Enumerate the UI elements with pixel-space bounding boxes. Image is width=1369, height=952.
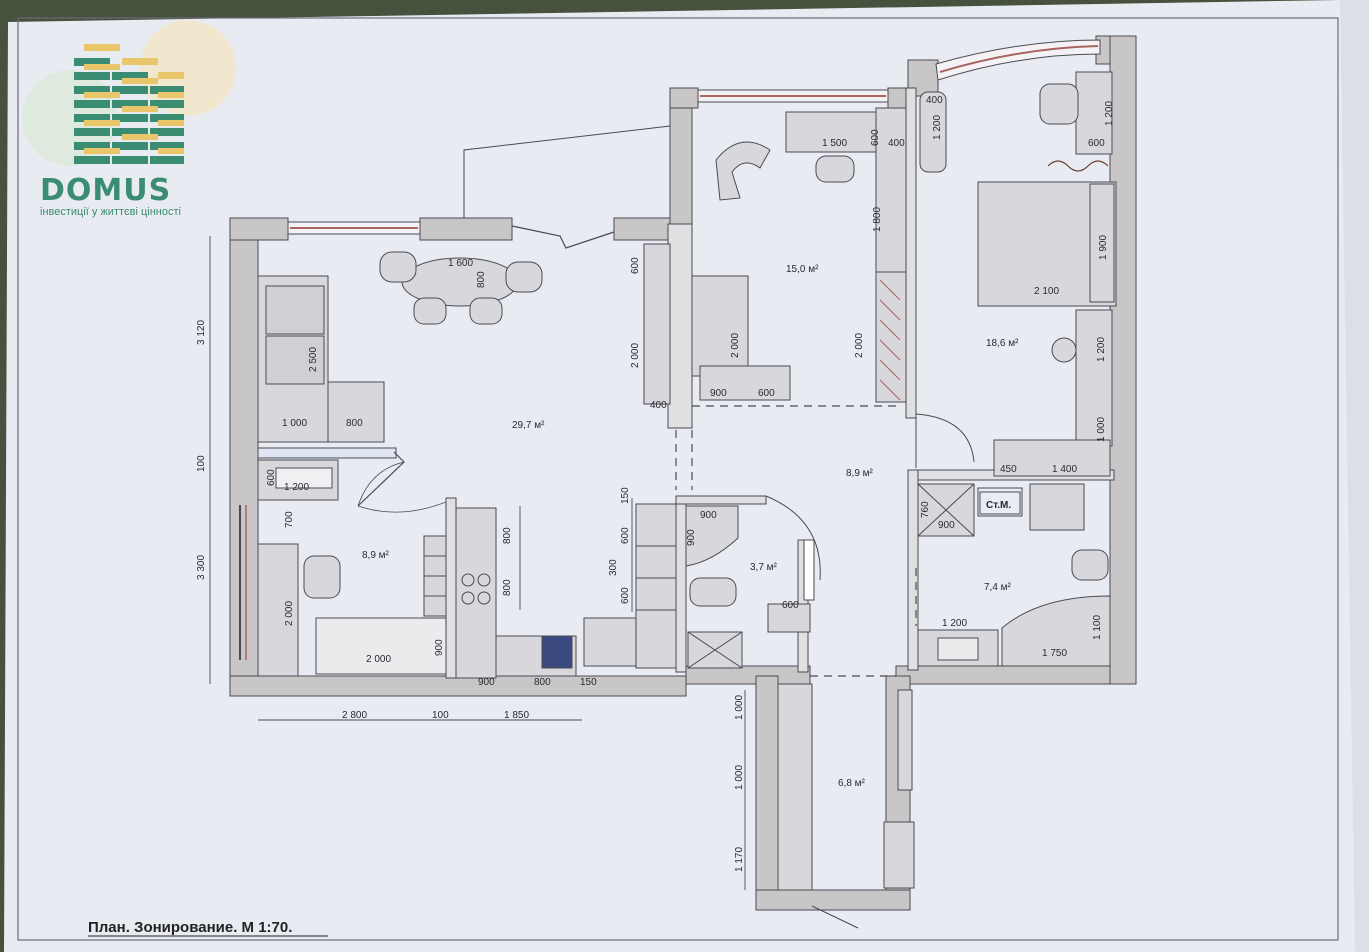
- dim-st-2: 400: [888, 138, 905, 149]
- dim-br-0: 400: [926, 95, 943, 106]
- windows: [239, 39, 1101, 660]
- dim-kitchen-1: 800: [534, 677, 551, 688]
- dim-br-4: 1 900: [1098, 235, 1109, 260]
- dim-corr-1: 1 000: [734, 765, 745, 790]
- dim-ks-0: 800: [502, 527, 513, 544]
- dim-kitchen-0: 900: [478, 677, 495, 688]
- dim-office-2: 900: [434, 639, 445, 656]
- area-wc: 3,7 м²: [750, 562, 778, 573]
- study-furniture: [643, 107, 907, 405]
- dim-sb-1: 900: [710, 388, 727, 399]
- dim-kitchen-2: 150: [580, 677, 597, 688]
- dim-st-1: 600: [870, 129, 881, 146]
- bedroom-furniture: [919, 71, 1117, 477]
- dimension-lines: [209, 236, 746, 890]
- dim-sb-0: 2 000: [730, 333, 741, 358]
- wc-door: [765, 495, 821, 581]
- dim-office-0: 2 000: [284, 601, 295, 626]
- dim-st-4: 2 000: [854, 333, 865, 358]
- dim-br-8: 450: [1000, 464, 1017, 475]
- dim-br-7: 1 000: [1096, 417, 1107, 442]
- office-furniture: [257, 459, 447, 677]
- dim-sofa-1: 1 000: [282, 418, 307, 429]
- dim-kc-3: 600: [620, 587, 631, 604]
- dim-sb-2: 600: [758, 388, 775, 399]
- sheet-frame: [17, 17, 1339, 941]
- dim-left-0: 3 120: [196, 320, 207, 345]
- wc-fixtures: [685, 505, 811, 669]
- washer-label: Ст.М.: [986, 500, 1011, 511]
- area-living: 29,7 м²: [512, 420, 545, 431]
- walls: [229, 35, 1137, 911]
- dim-corr-2: 1 170: [734, 847, 745, 872]
- dim-left-1: 100: [196, 455, 207, 472]
- dim-corr-0: 1 000: [734, 695, 745, 720]
- dim-ba-0: 760: [920, 501, 931, 518]
- dim-sl-2: 400: [650, 400, 667, 411]
- dim-kc-0: 150: [620, 487, 631, 504]
- dim-st-0: 1 500: [822, 138, 847, 149]
- buildings-icon: [74, 44, 184, 164]
- dim-wc-0: 900: [700, 510, 717, 521]
- dim-sl-1: 2 000: [630, 343, 641, 368]
- dim-kc-2: 300: [608, 559, 619, 576]
- logo-name: DOMUS: [40, 173, 171, 208]
- plan-caption: План. Зонирование. М 1:70.: [88, 919, 292, 936]
- entrance-door: [811, 905, 859, 929]
- kitchen-furniture: [455, 503, 677, 679]
- dim-bottom-1: 100: [432, 710, 449, 721]
- dim-office-left-1: 1 200: [284, 482, 309, 493]
- terrace-outline: [463, 125, 671, 218]
- domus-logo: DOMUS інвестиції у життєві цінності: [22, 20, 236, 218]
- dim-wc-1: 900: [686, 529, 697, 546]
- dim-office-1: 2 000: [366, 654, 391, 665]
- dim-br-3: 600: [1088, 138, 1105, 149]
- dim-bottom-2: 1 850: [504, 710, 529, 721]
- dim-bottom-0: 2 800: [342, 710, 367, 721]
- area-corridor: 6,8 м²: [838, 778, 866, 789]
- dim-br-5: 2 100: [1034, 286, 1059, 297]
- dim-st-3: 1 800: [872, 207, 883, 232]
- dim-br-9: 1 400: [1052, 464, 1077, 475]
- dim-ks-1: 800: [502, 579, 513, 596]
- area-bedroom: 18,6 м²: [986, 338, 1019, 349]
- dim-br-2: 1 200: [1104, 101, 1115, 126]
- dim-office-left-0: 600: [266, 469, 277, 486]
- dim-ba-4: 1 100: [1092, 615, 1103, 640]
- dim-ba-1: 900: [938, 520, 955, 531]
- area-bath: 7,4 м²: [984, 582, 1012, 593]
- balcony-door: [511, 225, 615, 249]
- dim-left-2: 3 300: [196, 555, 207, 580]
- bedroom-door: [915, 413, 975, 463]
- area-hall: 8,9 м²: [846, 468, 874, 479]
- dim-ba-3: 1 750: [1042, 648, 1067, 659]
- logo-tagline: інвестиції у життєві цінності: [40, 206, 181, 218]
- dim-br-1: 1 200: [932, 115, 943, 140]
- dim-kc-1: 600: [620, 527, 631, 544]
- area-study: 15,0 м²: [786, 264, 819, 275]
- dim-sofa-0: 2 500: [308, 347, 319, 372]
- living-furniture: [257, 251, 543, 443]
- corridor-furniture: [777, 683, 915, 891]
- dim-ba-2: 1 200: [942, 618, 967, 629]
- dim-office-left-2: 700: [284, 511, 295, 528]
- dim-sofa-2: 800: [346, 418, 363, 429]
- dim-dining-1: 800: [476, 271, 487, 288]
- dim-wc-2: 600: [782, 600, 799, 611]
- area-office: 8,9 м²: [362, 550, 390, 561]
- dim-sl-0: 600: [630, 257, 641, 274]
- dim-br-6: 1 200: [1096, 337, 1107, 362]
- dim-dining-0: 1 600: [448, 258, 473, 269]
